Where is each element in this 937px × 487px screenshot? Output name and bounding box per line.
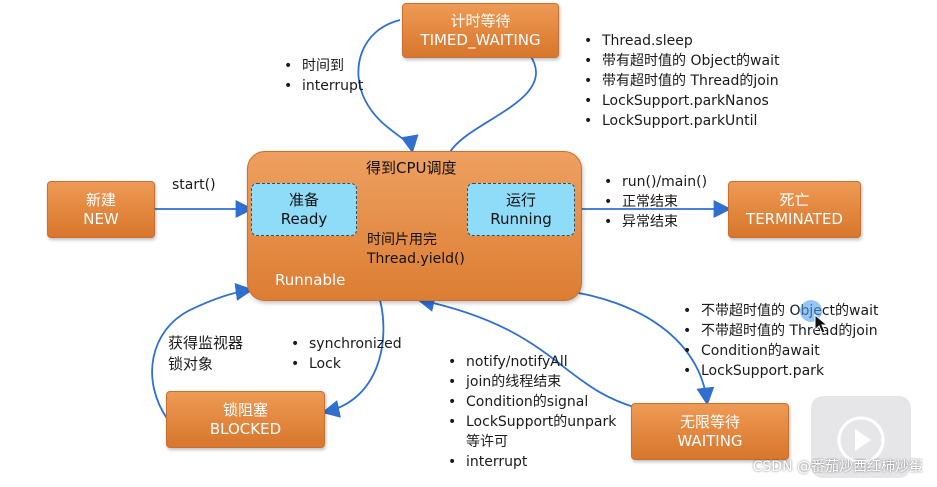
running-state-cn: 运行 (505, 190, 536, 209)
timed-waiting-state-en: TIMED_WAITING (420, 30, 541, 49)
play-icon (837, 416, 885, 464)
waiting-state: 无限等待 WAITING (631, 403, 789, 460)
list-item: Condition的await (683, 341, 878, 361)
list-item: LockSupport的unpark (448, 412, 616, 432)
timed-wait-cause-list: Thread.sleep 带有超时值的 Object的wait 带有超时值的 T… (584, 31, 779, 131)
list-item: 带有超时值的 Thread的join (584, 71, 779, 91)
timed-waiting-state-cn: 计时等待 (450, 11, 511, 30)
list-item: interrupt (448, 452, 616, 472)
list-item: Lock (291, 354, 402, 374)
arrow-blocked-to-runnable (151, 282, 254, 421)
running-state-en: Running (490, 209, 552, 228)
terminated-state-en: TERMINATED (746, 209, 843, 228)
blocked-return-label: 获得监视器锁对象 (168, 334, 244, 373)
terminate-cause-list: run()/main() 正常结束 异常结束 (604, 172, 707, 232)
list-item: Condition的signal (448, 392, 616, 412)
arrow-timed-waiting-to-runnable (357, 19, 419, 154)
new-state-en: NEW (83, 209, 119, 228)
list-item: 正常结束 (604, 192, 707, 212)
waiting-state-en: WAITING (677, 431, 743, 450)
list-item-text: 正常结束 (622, 194, 678, 210)
running-state: 运行 Running (467, 183, 575, 236)
list-item: 带有超时值的 Object的wait (584, 51, 779, 71)
ready-state-en: Ready (280, 209, 328, 228)
blocked-state: 锁阻塞 BLOCKED (166, 391, 325, 448)
list-item: synchronized (291, 334, 402, 354)
ready-state-cn: 准备 (288, 190, 319, 209)
list-item: Thread.sleep (584, 31, 779, 51)
list-item: 不带超时值的 Thread的join (683, 321, 878, 341)
new-state-cn: 新建 (85, 190, 116, 209)
list-item-continuation: 等许可 (466, 434, 508, 450)
list-item: notify/notifyAll (448, 352, 616, 372)
blocked-state-en: BLOCKED (209, 419, 282, 438)
list-item: 时间到 (284, 56, 363, 76)
yield-label: Thread.yield() (367, 251, 465, 267)
list-item: interrupt (284, 76, 363, 96)
waiting-cause-list: 不带超时值的 Object的wait 不带超时值的 Thread的join Co… (683, 301, 878, 381)
blocked-cause-list: synchronized Lock (291, 334, 402, 374)
waiting-state-cn: 无限等待 (679, 412, 740, 431)
mouse-pointer-icon (814, 314, 828, 334)
terminated-state: 死亡 TERMINATED (728, 181, 861, 238)
watermark: CSDN @番茄炒西红柿炒蛋 (752, 459, 923, 475)
timed-waiting-state: 计时等待 TIMED_WAITING (402, 3, 559, 58)
start-label: start() (172, 177, 216, 193)
new-state: 新建 NEW (47, 181, 155, 238)
list-item: join的线程结束 (448, 372, 616, 392)
list-item-text: run()/main() (622, 174, 708, 190)
play-overlay[interactable] (811, 396, 911, 478)
terminated-state-cn: 死亡 (779, 190, 810, 209)
list-item: 异常结束 (604, 212, 707, 232)
blocked-state-cn: 锁阻塞 (222, 400, 268, 419)
list-item-text: 异常结束 (622, 214, 678, 230)
ready-state: 准备 Ready (251, 183, 357, 236)
list-item: LockSupport.park (683, 361, 878, 381)
list-item: LockSupport.parkNanos (584, 91, 779, 111)
list-item: run()/main() (604, 172, 707, 192)
list-item: 不带超时值的 Object的wait (683, 301, 878, 321)
timed-wait-return-list: 时间到 interrupt (284, 56, 363, 96)
runnable-label: Runnable (275, 271, 346, 289)
arrow-runnable-to-timed-waiting (449, 38, 537, 153)
list-item: LockSupport.parkUntil (584, 111, 779, 131)
timeslice-label: 时间片用完 (367, 232, 437, 248)
waiting-return-list: notify/notifyAll join的线程结束 Condition的sig… (448, 352, 616, 472)
cpu-schedule-label: 得到CPU调度 (366, 159, 457, 177)
